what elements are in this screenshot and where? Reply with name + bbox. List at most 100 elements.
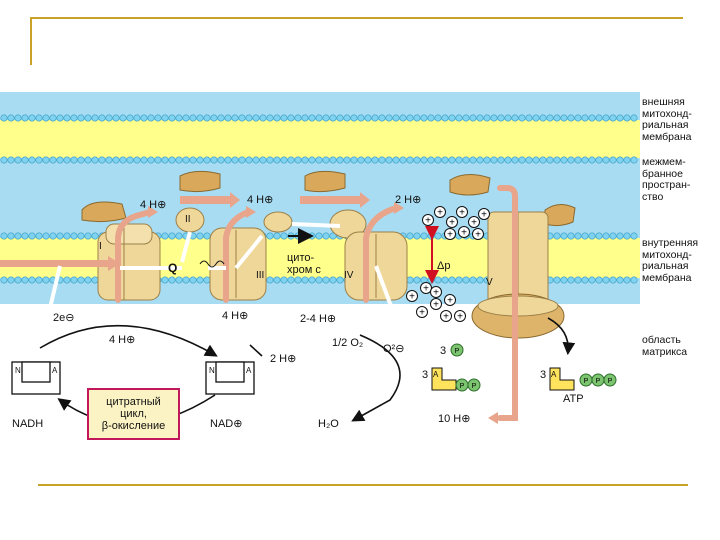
lipid-head <box>631 277 637 283</box>
lipid-head <box>92 157 98 163</box>
lipid-head <box>267 115 273 121</box>
lipid-head <box>127 157 133 163</box>
proton-label-bottom-3: 2-4 H⊕ <box>300 313 336 325</box>
protein-fragment <box>82 202 126 222</box>
lipid-head <box>204 115 210 121</box>
lipid-head <box>610 233 616 239</box>
lipid-head <box>603 157 609 163</box>
lipid-head <box>316 233 322 239</box>
lipid-head <box>162 233 168 239</box>
atp-a-label: A <box>551 369 556 381</box>
lipid-head <box>393 157 399 163</box>
lipid-head <box>197 233 203 239</box>
lipid-head <box>43 157 49 163</box>
ubiquinone-label: Q <box>168 262 177 274</box>
lipid-head <box>281 115 287 121</box>
lipid-head <box>246 157 252 163</box>
phosphate-letter: P <box>584 378 589 385</box>
lipid-head <box>372 115 378 121</box>
lipid-head <box>29 277 35 283</box>
proton-plus: + <box>423 284 429 295</box>
proton-label-top-1: 4 H⊕ <box>140 199 166 211</box>
ten-protons-label: 10 H⊕ <box>438 413 470 425</box>
lipid-head <box>225 115 231 121</box>
half-oxygen-label: 1/2 O₂ <box>332 337 363 349</box>
lipid-head <box>218 115 224 121</box>
protein-fragment <box>450 174 490 195</box>
lipid-head <box>190 157 196 163</box>
lipid-head <box>526 157 532 163</box>
lipid-head <box>470 115 476 121</box>
lipid-head <box>547 115 553 121</box>
lipid-head <box>1 157 7 163</box>
lipid-head <box>505 157 511 163</box>
lipid-head <box>540 157 546 163</box>
lipid-head <box>323 233 329 239</box>
lipid-head <box>225 157 231 163</box>
lipid-head <box>36 157 42 163</box>
lipid-head <box>169 233 175 239</box>
complex-IV-label: IV <box>344 270 353 282</box>
lipid-head <box>239 115 245 121</box>
lipid-head <box>211 157 217 163</box>
lipid-head <box>526 115 532 121</box>
lipid-head <box>302 157 308 163</box>
lipid-head <box>281 233 287 239</box>
lipid-head <box>78 233 84 239</box>
inner-membrane-label: внутренняя митохонд- риальная мембрана <box>642 238 698 284</box>
lipid-head <box>561 277 567 283</box>
lipid-head <box>582 233 588 239</box>
lipid-head <box>78 157 84 163</box>
lipid-head <box>281 277 287 283</box>
outer-membrane-label: внешняя митохонд- риальная мембрана <box>642 97 692 143</box>
lipid-head <box>316 115 322 121</box>
lipid-head <box>624 115 630 121</box>
phosphate-letter: P <box>596 378 601 385</box>
nadh-n-label: N <box>15 365 21 377</box>
lipid-head <box>603 115 609 121</box>
lipid-head <box>456 115 462 121</box>
lipid-head <box>610 115 616 121</box>
lipid-head <box>554 233 560 239</box>
lipid-head <box>631 115 637 121</box>
intermembrane-space-label: межмем- бранное простран- ство <box>642 157 690 203</box>
lipid-head <box>204 157 210 163</box>
lipid-head <box>99 115 105 121</box>
lipid-head <box>575 233 581 239</box>
lipid-head <box>610 157 616 163</box>
lipid-head <box>8 157 14 163</box>
lipid-head <box>456 157 462 163</box>
lipid-head <box>463 115 469 121</box>
lipid-head <box>64 157 70 163</box>
lipid-head <box>379 157 385 163</box>
lipid-head <box>190 115 196 121</box>
lipid-head <box>582 115 588 121</box>
lipid-head <box>281 157 287 163</box>
lipid-head <box>302 115 308 121</box>
lipid-head <box>162 115 168 121</box>
lipid-head <box>288 115 294 121</box>
lipid-head <box>442 115 448 121</box>
lipid-head <box>477 115 483 121</box>
lipid-head <box>407 157 413 163</box>
nad-n-label: N <box>209 365 215 377</box>
lipid-head <box>309 157 315 163</box>
matrix-region-label: область матрикса <box>642 335 687 358</box>
lipid-head <box>183 157 189 163</box>
lipid-head <box>379 115 385 121</box>
lipid-head <box>351 157 357 163</box>
lipid-head <box>113 115 119 121</box>
lipid-head <box>267 233 273 239</box>
lipid-head <box>554 157 560 163</box>
phosphate-count-label: 3 <box>440 345 446 357</box>
lipid-head <box>43 277 49 283</box>
lipid-head <box>617 277 623 283</box>
lipid-head <box>141 115 147 121</box>
phosphate-circles: PPPPPP <box>451 344 616 391</box>
lipid-head <box>414 157 420 163</box>
atp-count-label: 3 <box>540 369 546 381</box>
lipid-head <box>582 157 588 163</box>
lipid-head <box>71 157 77 163</box>
lipid-head <box>561 157 567 163</box>
complex-II-label: II <box>185 214 191 226</box>
